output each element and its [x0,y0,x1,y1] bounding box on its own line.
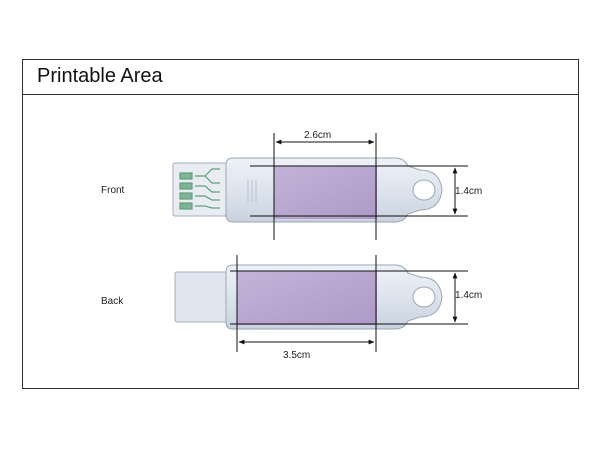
front-grip [247,180,257,202]
back-keyring-hole [412,286,436,308]
usb-front [172,157,443,223]
front-width-label: 2.6cm [304,130,331,141]
back-label: Back [101,296,124,307]
title-bar: Printable Area [23,60,578,95]
page-title: Printable Area [37,65,163,87]
front-height-label: 1.4cm [455,186,482,197]
back-dimension-lines [230,255,468,352]
front-printable-area [274,166,377,219]
back-height-label: 1.4cm [455,290,482,301]
front-keyring-hole [412,179,436,201]
back-width-label: 3.5cm [283,350,310,361]
front-contacts [179,168,220,210]
front-label: Front [101,185,125,196]
back-printable-area [237,271,377,325]
front-dimension-lines [250,133,468,240]
diagram-frame: Printable Area [22,59,579,389]
usb-back [174,264,443,330]
